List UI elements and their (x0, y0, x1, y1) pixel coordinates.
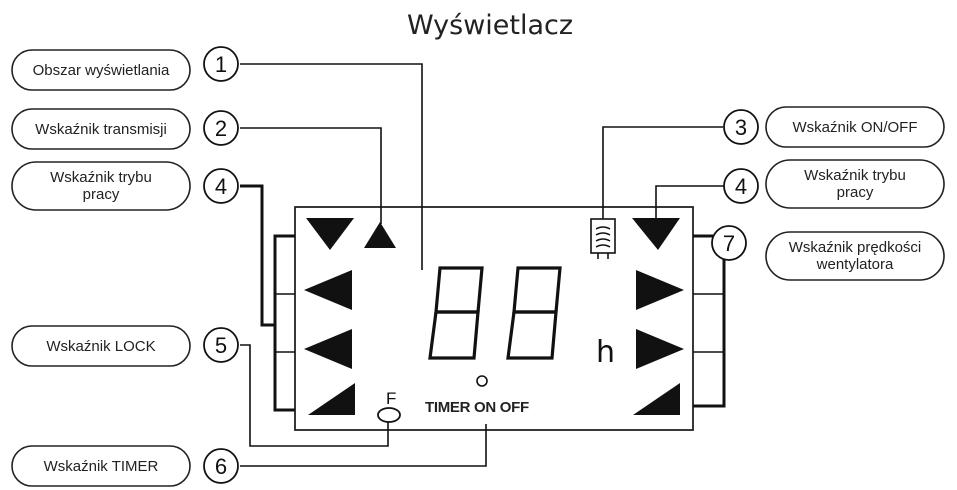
callout-display-area-label: Obszar wyświetlania (33, 62, 170, 79)
mode-triangle-left-2 (304, 329, 352, 369)
callout-number-1-circle (203, 46, 239, 82)
timer-text: TIMER ON OFF (425, 399, 529, 416)
callout-transmission: Wskaźnik transmisji 2 (11, 108, 239, 150)
left-mode-indicators (304, 218, 355, 415)
callout-mode-right: 4 Wskaźnik trybu pracy (723, 159, 945, 209)
digit-display: 88 (428, 266, 562, 360)
callout-number-4-left: 4 (215, 174, 227, 199)
callout-mode-left-label-2: pracy (83, 186, 120, 203)
mode-triangle-down-right (632, 218, 680, 250)
callout-number-5: 5 (215, 333, 227, 358)
degree-dot (476, 375, 488, 387)
leader-lines (240, 63, 726, 467)
callout-number-1: 1 (215, 52, 227, 77)
callout-timer: Wskaźnik TIMER 6 (11, 445, 239, 487)
mode-triangle-down-left (306, 218, 354, 250)
callout-mode-left: Wskaźnik trybu pracy 4 (11, 161, 239, 211)
lock-oval-icon (377, 407, 401, 423)
on-off-icon (590, 218, 616, 259)
callout-number-6: 6 (215, 454, 227, 479)
fan-triangle-right-1 (636, 270, 684, 310)
callout-fan-speed-label-1: Wskaźnik prędkości (789, 239, 922, 256)
lcd-display-frame (294, 206, 694, 431)
fan-speed-indicators (633, 270, 684, 415)
callout-lock: Wskaźnik LOCK 5 (11, 325, 239, 367)
lock-letter: F (386, 389, 396, 408)
callout-mode-right-label-2: pracy (837, 184, 874, 201)
callout-lock-label: Wskaźnik LOCK (46, 338, 155, 355)
callout-number-4-right-circle (723, 168, 759, 204)
callout-mode-left-label-1: Wskaźnik trybu (50, 169, 152, 186)
fan-triangle-right-2 (636, 329, 684, 369)
callout-fan-speed-label-2: wentylatora (816, 256, 894, 273)
digit-2 (506, 266, 562, 360)
callout-number-3: 3 (735, 115, 747, 140)
mode-triangle-left-1 (304, 270, 352, 310)
transmission-triangle (364, 222, 396, 248)
callout-number-4-left-circle (203, 168, 239, 204)
hour-unit: h (596, 335, 615, 370)
callout-mode-right-label-1: Wskaźnik trybu (804, 167, 906, 184)
callout-timer-label: Wskaźnik TIMER (44, 458, 159, 475)
callout-fan-speed: 7 Wskaźnik prędkości wentylatora (711, 225, 945, 281)
fan-triangle-corner-right (633, 383, 680, 415)
callout-number-5-circle (203, 327, 239, 363)
callout-display-area: Obszar wyświetlania 1 (11, 46, 239, 91)
left-bracket (240, 184, 295, 412)
callout-number-2-circle (203, 110, 239, 146)
diagram-title: Wyświetlacz (407, 10, 573, 41)
right-bracket (693, 234, 726, 408)
callout-on-off: 3 Wskaźnik ON/OFF (723, 106, 945, 148)
callout-number-7: 7 (723, 231, 735, 256)
callout-number-3-circle (723, 109, 759, 145)
digit-1 (428, 266, 484, 360)
callout-on-off-label: Wskaźnik ON/OFF (792, 119, 917, 136)
mode-triangle-corner-left (308, 383, 355, 415)
callout-number-6-circle (203, 448, 239, 484)
callout-number-7-circle (711, 225, 747, 261)
callout-number-2: 2 (215, 116, 227, 141)
callout-number-4-right: 4 (735, 174, 747, 199)
callout-transmission-label: Wskaźnik transmisji (35, 121, 167, 138)
